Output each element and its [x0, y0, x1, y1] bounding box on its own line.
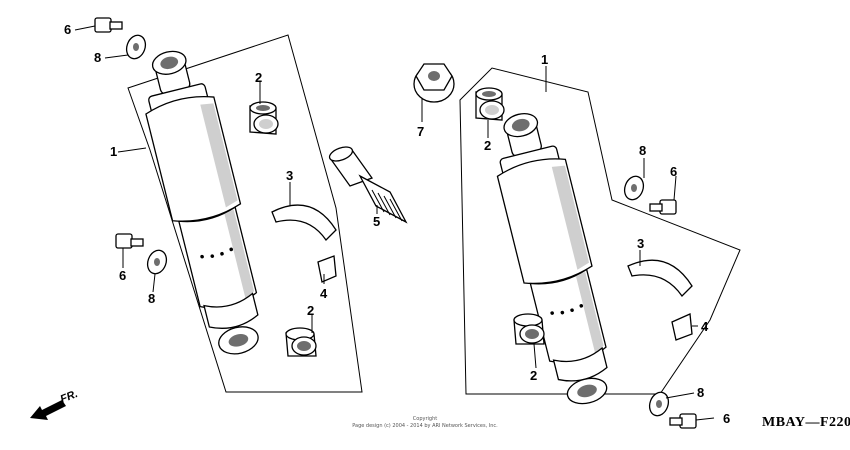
- callout-left-5: 5: [373, 214, 380, 229]
- left-shock-absorber: [145, 50, 259, 355]
- right-bushing-upper: [475, 87, 505, 121]
- right-bushing-lower: [513, 313, 545, 345]
- left-washer-top: [125, 34, 147, 60]
- right-washer-lower: [648, 391, 670, 417]
- callout-left-8-mid: 8: [148, 291, 155, 306]
- right-bolt-upper: [649, 199, 677, 215]
- callout-right-6-lower: 6: [723, 411, 730, 426]
- callout-right-3: 3: [637, 236, 644, 251]
- callout-left-2-lower: 2: [307, 303, 314, 318]
- diagram-code: MBAY—F2200: [762, 415, 850, 430]
- right-washer-upper: [623, 175, 645, 201]
- right-frame-outline: [459, 67, 741, 395]
- callout-right-6-upper: 6: [670, 164, 677, 179]
- left-washer-mid: [146, 249, 168, 275]
- right-clip: [671, 313, 693, 341]
- callout-right-2-lower: 2: [530, 368, 537, 383]
- callout-left-2-upper: 2: [255, 70, 262, 85]
- front-arrow-icon: [30, 400, 66, 420]
- left-frame-outline: [127, 34, 363, 393]
- front-direction-indicator: FR.: [30, 388, 80, 420]
- right-bolt-lower: [669, 413, 697, 429]
- callout-left-6-mid: 6: [119, 268, 126, 283]
- copyright-title: Copyright: [413, 416, 437, 422]
- left-bushing-upper: [249, 101, 279, 135]
- direction-label: FR.: [59, 388, 80, 406]
- callout-right-4: 4: [701, 319, 709, 334]
- left-clip: [317, 255, 337, 283]
- callout-right-8-lower: 8: [697, 385, 704, 400]
- left-bolt-top: [94, 17, 123, 33]
- callout-right-1: 1: [541, 52, 548, 67]
- left-bolt-mid: [115, 233, 144, 249]
- callout-left-3: 3: [286, 168, 293, 183]
- left-assembly: 1 2 2 3 4 5 6 6 8 8: [64, 17, 408, 393]
- callout-left-1: 1: [110, 144, 117, 159]
- callout-left-8-top: 8: [94, 50, 101, 65]
- left-bushing-lower: [285, 327, 317, 357]
- callout-right-7: 7: [417, 124, 424, 139]
- left-retainer: [271, 204, 337, 242]
- left-stud-bolt: [328, 146, 408, 224]
- right-retainer: [627, 259, 693, 298]
- callout-left-4: 4: [320, 286, 328, 301]
- copyright-text: Page design (c) 2004 - 2014 by ARI Netwo…: [352, 423, 498, 429]
- callout-right-8-upper: 8: [639, 143, 646, 158]
- right-assembly: 1 2 2 3 4 6 6 7 8 8: [413, 52, 741, 429]
- right-shock-absorber: [496, 113, 608, 405]
- callout-right-2-upper: 2: [484, 138, 491, 153]
- right-flange-nut: [413, 63, 455, 103]
- callout-left-6-top: 6: [64, 22, 71, 37]
